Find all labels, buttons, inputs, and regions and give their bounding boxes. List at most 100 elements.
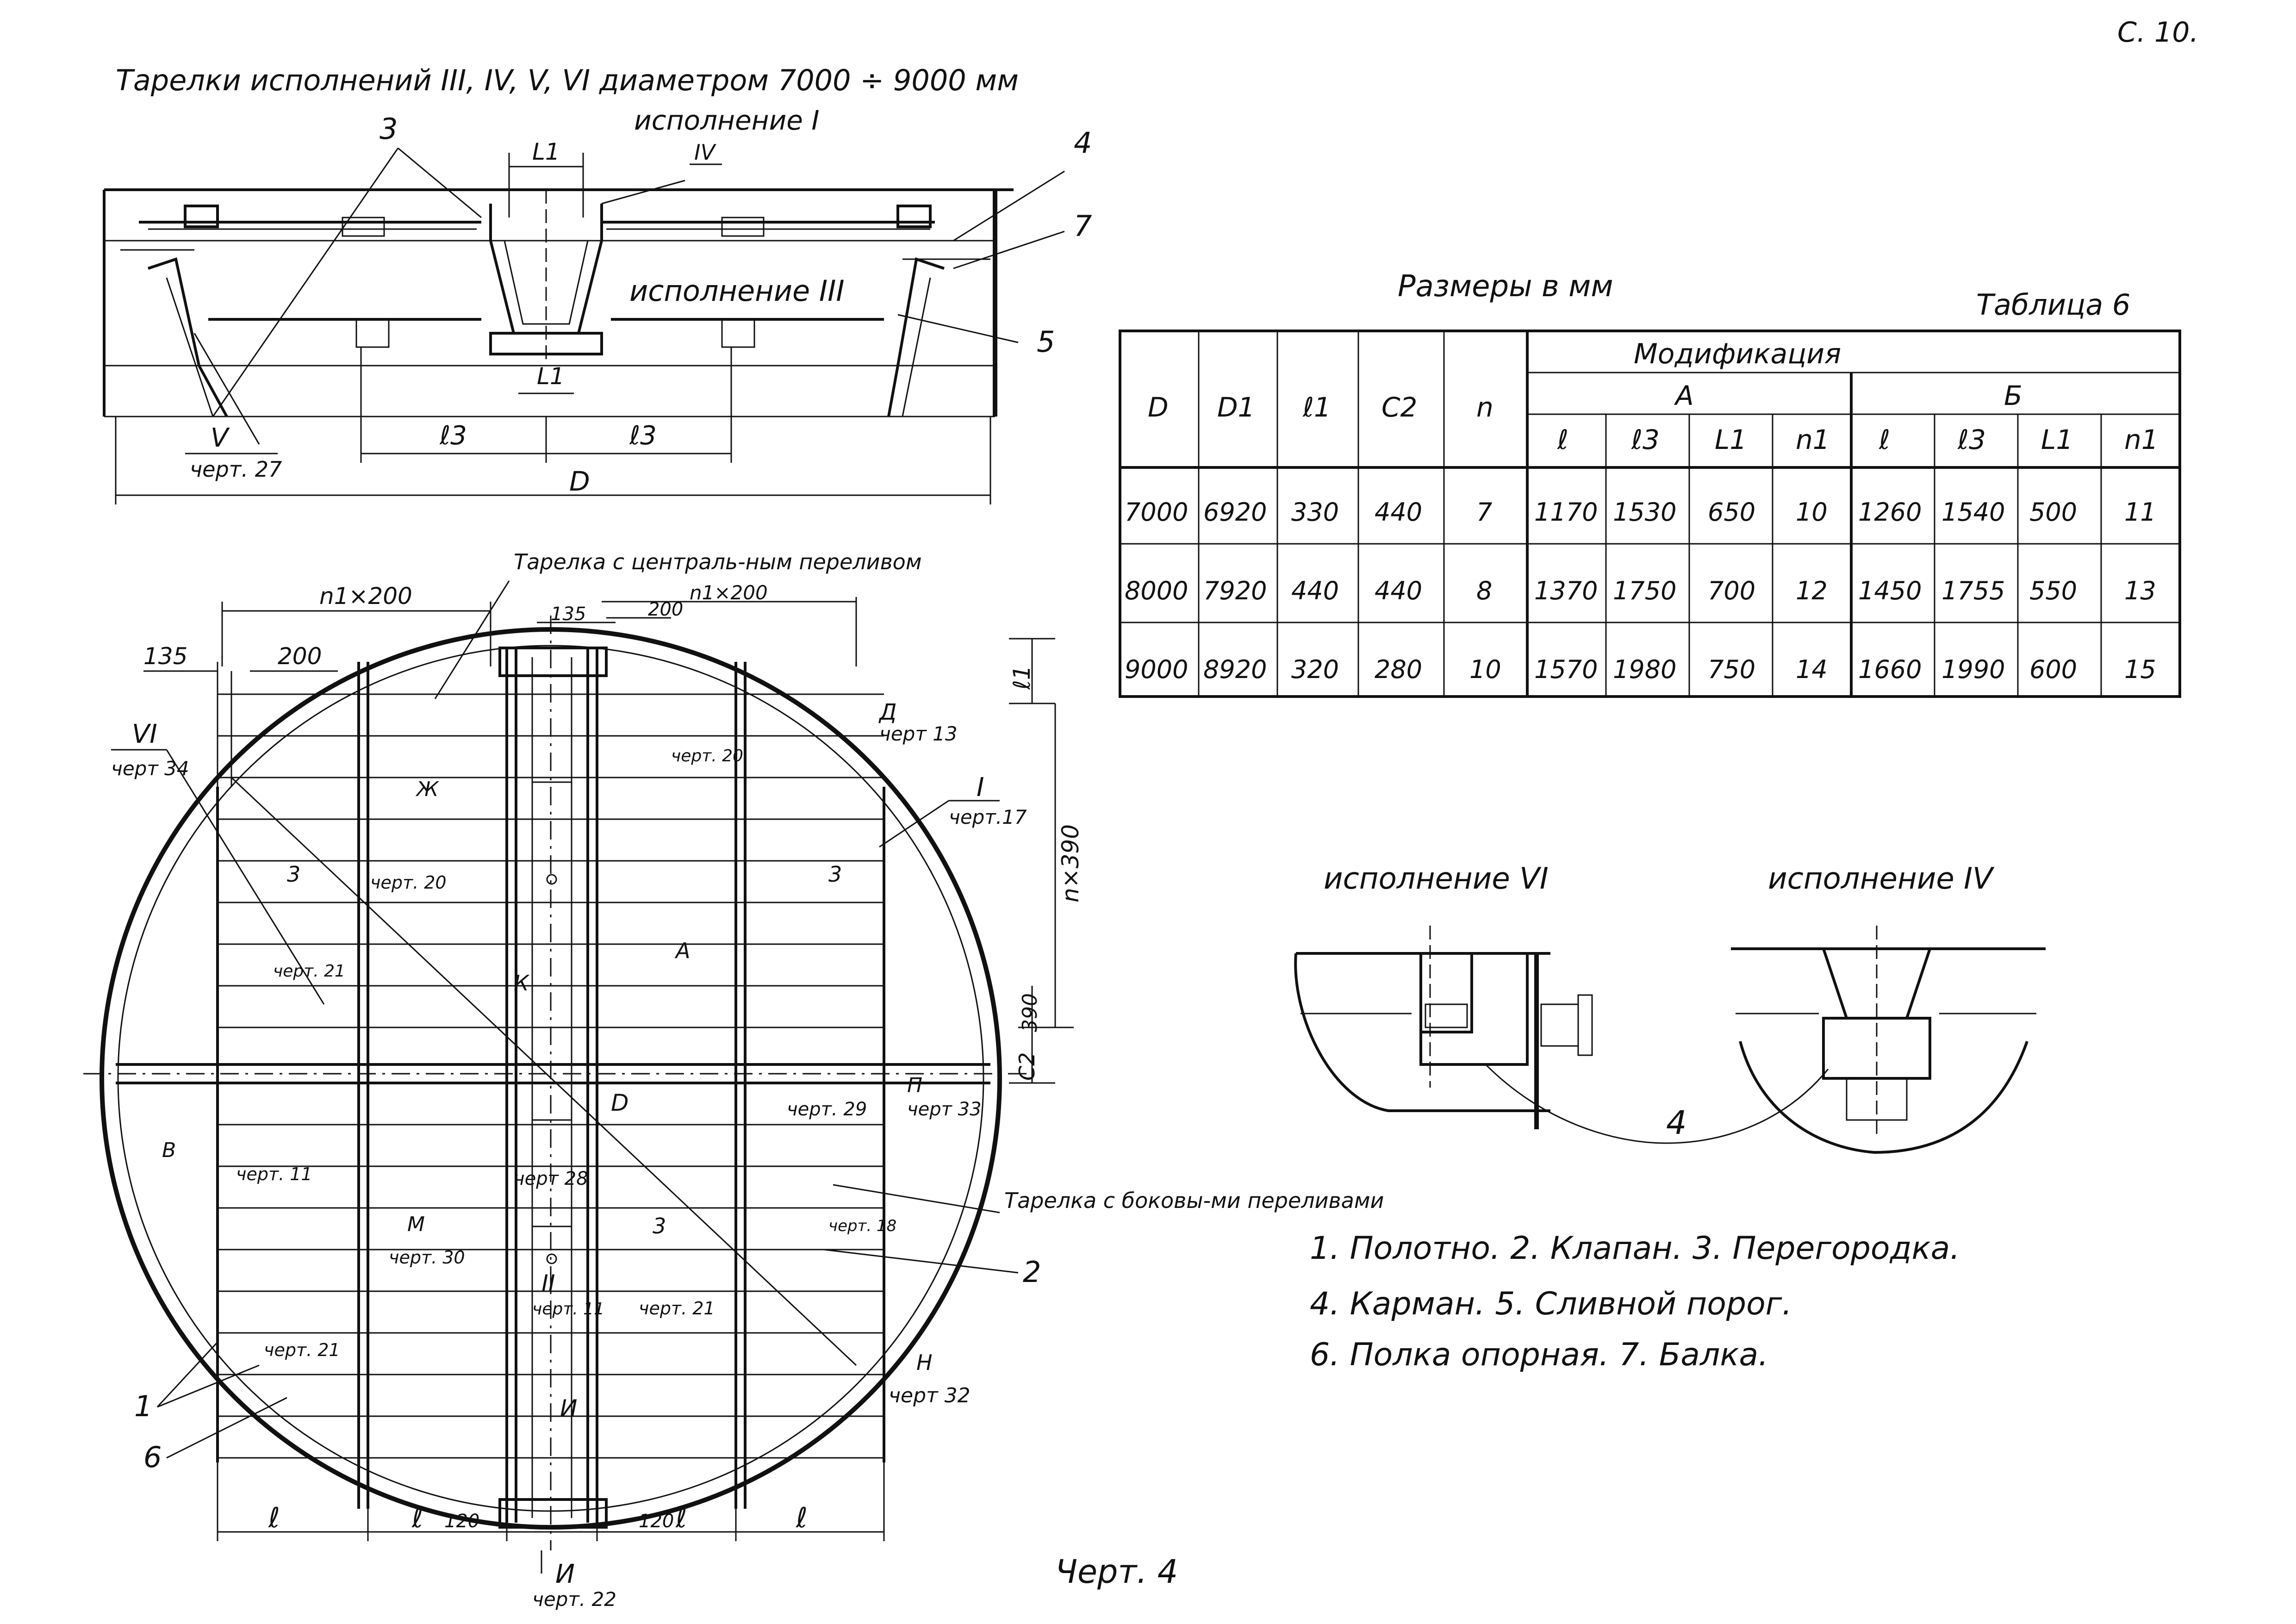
ref-b11: В xyxy=(162,1139,176,1162)
col-header-b-n1: n1 xyxy=(2124,424,2159,455)
table-cell: 12 xyxy=(1796,576,1828,605)
table-cell: 550 xyxy=(2029,576,2077,605)
item-number-3-top: 3 xyxy=(380,112,398,146)
page-number: С. 10. xyxy=(2117,16,2198,49)
upper-tray-deck xyxy=(120,205,990,260)
table-cell: 750 xyxy=(1708,655,1755,684)
ref-d13: Д xyxy=(878,699,897,725)
dim-135-left: 135 xyxy=(143,643,187,670)
parts-legend: 1. Полотно. 2. Клапан. 3. Перегородка. 4… xyxy=(1310,1230,1960,1373)
table-cell: 1170 xyxy=(1534,498,1598,527)
dim-135-top: 135 xyxy=(551,604,586,625)
table-cell: 320 xyxy=(1291,655,1339,684)
note-side-overflows: Тарелка с боковы-ми переливами xyxy=(1004,1188,1384,1213)
table-cell: 1750 xyxy=(1613,576,1676,605)
dim-n1x200-right: n1×200 xyxy=(690,581,768,604)
dim-l-1: ℓ xyxy=(268,1502,280,1534)
table-cell: 440 xyxy=(1375,576,1422,605)
dim-l-4: ℓ xyxy=(796,1502,808,1534)
col-header-b-l: ℓ xyxy=(1879,424,1890,455)
table-cell: 1540 xyxy=(1941,498,2005,527)
legend-line-2: 4. Карман. 5. Сливной порог. xyxy=(1310,1286,1792,1322)
legend-line-3: 6. Полка опорная. 7. Балка. xyxy=(1310,1337,1768,1373)
col-header-a-l: ℓ xyxy=(1557,424,1568,455)
col-header-a-L1: L1 xyxy=(1715,424,1747,455)
table-cell: 8000 xyxy=(1125,576,1188,605)
dim-l-3: ℓ xyxy=(675,1502,687,1534)
col-header-b-L1: L1 xyxy=(2041,424,2073,455)
dim-l1-plan: ℓ1 xyxy=(1008,666,1035,690)
dim-D-top: D xyxy=(569,466,590,497)
table-cell: 1570 xyxy=(1534,655,1598,684)
ref-zh: Ж xyxy=(415,778,439,801)
table-cell: 440 xyxy=(1375,498,1422,527)
ref-21a: черт. 21 xyxy=(273,962,345,981)
callout-i-ref: черт.17 xyxy=(949,806,1027,828)
dim-120-right: 120 xyxy=(639,1511,674,1532)
ref-i22: И xyxy=(555,1559,575,1589)
table-cell: 7 xyxy=(1476,498,1492,527)
ref-d13-ref: черт 13 xyxy=(879,722,958,745)
table-cell: 9000 xyxy=(1125,655,1188,684)
ref-a29-ref: черт. 29 xyxy=(787,1099,867,1120)
plan-dimensions-bottom xyxy=(217,1462,885,1541)
label-ispolnenie-iii: исполнение III xyxy=(629,274,845,308)
table-cell: 14 xyxy=(1796,655,1828,684)
col-header-b-l3: ℓ3 xyxy=(1957,424,1986,455)
column-shell xyxy=(103,188,1014,417)
detail-ispolnenie-iv: исполнение IV xyxy=(1731,862,2046,1154)
dim-l3-left: ℓ3 xyxy=(439,421,467,451)
table-cell: 280 xyxy=(1375,655,1422,684)
detail-vi-title: исполнение VI xyxy=(1324,862,1549,896)
table-cell: 700 xyxy=(1708,576,1755,605)
ref-21c: черт. 21 xyxy=(264,1340,340,1360)
ref-b11-ref: черт. 11 xyxy=(236,1164,312,1184)
ref-a: А xyxy=(674,938,690,963)
ref-p33: П xyxy=(907,1074,922,1097)
table-cell: 7000 xyxy=(1125,498,1188,527)
dim-200-left: 200 xyxy=(278,643,322,670)
detail-leaders xyxy=(1485,1064,1829,1144)
col-header-l1: ℓ1 xyxy=(1302,392,1331,423)
callout-v-ref: черт. 27 xyxy=(190,457,282,482)
callout-vi-ref: черт 34 xyxy=(111,757,189,780)
table-cell: 1755 xyxy=(1941,576,2005,605)
table-cell: 10 xyxy=(1796,498,1828,527)
table-sub-b: Б xyxy=(2004,380,2022,411)
col-header-a-l3: ℓ3 xyxy=(1631,424,1660,455)
item-number-3-plan-a: 3 xyxy=(287,862,300,887)
table-cell: 10 xyxy=(1469,655,1501,684)
item-number-7-top: 7 xyxy=(1074,209,1092,243)
table-6: Размеры в мм Таблица 6 Модификация А Б D… xyxy=(1119,269,2181,698)
top-view-subtitle: исполнение I xyxy=(634,105,820,136)
label-D-center: D xyxy=(611,1089,629,1116)
item-number-5-top: 5 xyxy=(1037,325,1055,359)
table-row-2: 8000 7920 440 440 8 1370 1750 700 12 145… xyxy=(1125,576,2156,605)
table-cell: 1990 xyxy=(1941,655,2005,684)
table-cell: 1980 xyxy=(1613,655,1676,684)
ref-k28-ref: черт 28 xyxy=(514,1168,588,1189)
callout-iv-top: IV xyxy=(694,140,717,165)
dim-L1-upper: L1 xyxy=(532,138,560,165)
table-cell: 15 xyxy=(2124,655,2156,684)
legend-line-1: 1. Полотно. 2. Клапан. 3. Перегородка. xyxy=(1310,1230,1960,1267)
panel-divisions-horizontal xyxy=(116,693,990,1459)
col-header-D1: D1 xyxy=(1217,392,1255,423)
table-cell: 8920 xyxy=(1203,655,1267,684)
top-view-leaders xyxy=(193,147,1065,445)
top-elevation-view: Тарелки исполнений III, IV, V, VI диамет… xyxy=(103,63,1092,504)
table-cell: 330 xyxy=(1291,498,1339,527)
plan-dimensions-right xyxy=(1009,638,1074,1084)
support-beams xyxy=(148,257,945,417)
table-sub-a: А xyxy=(1674,380,1694,411)
item-number-4-top: 4 xyxy=(1074,126,1092,160)
table-group-header: Модификация xyxy=(1634,338,1841,370)
dim-120-left: 120 xyxy=(444,1511,479,1532)
table-cell: 440 xyxy=(1291,576,1339,605)
table-cell: 1660 xyxy=(1858,655,1922,684)
ref-21b: черт. 21 xyxy=(639,1298,715,1319)
dim-L1-lower: L1 xyxy=(537,363,565,390)
ref-18: черт. 18 xyxy=(828,1217,896,1235)
item-number-3-plan-c: 3 xyxy=(653,1213,666,1238)
